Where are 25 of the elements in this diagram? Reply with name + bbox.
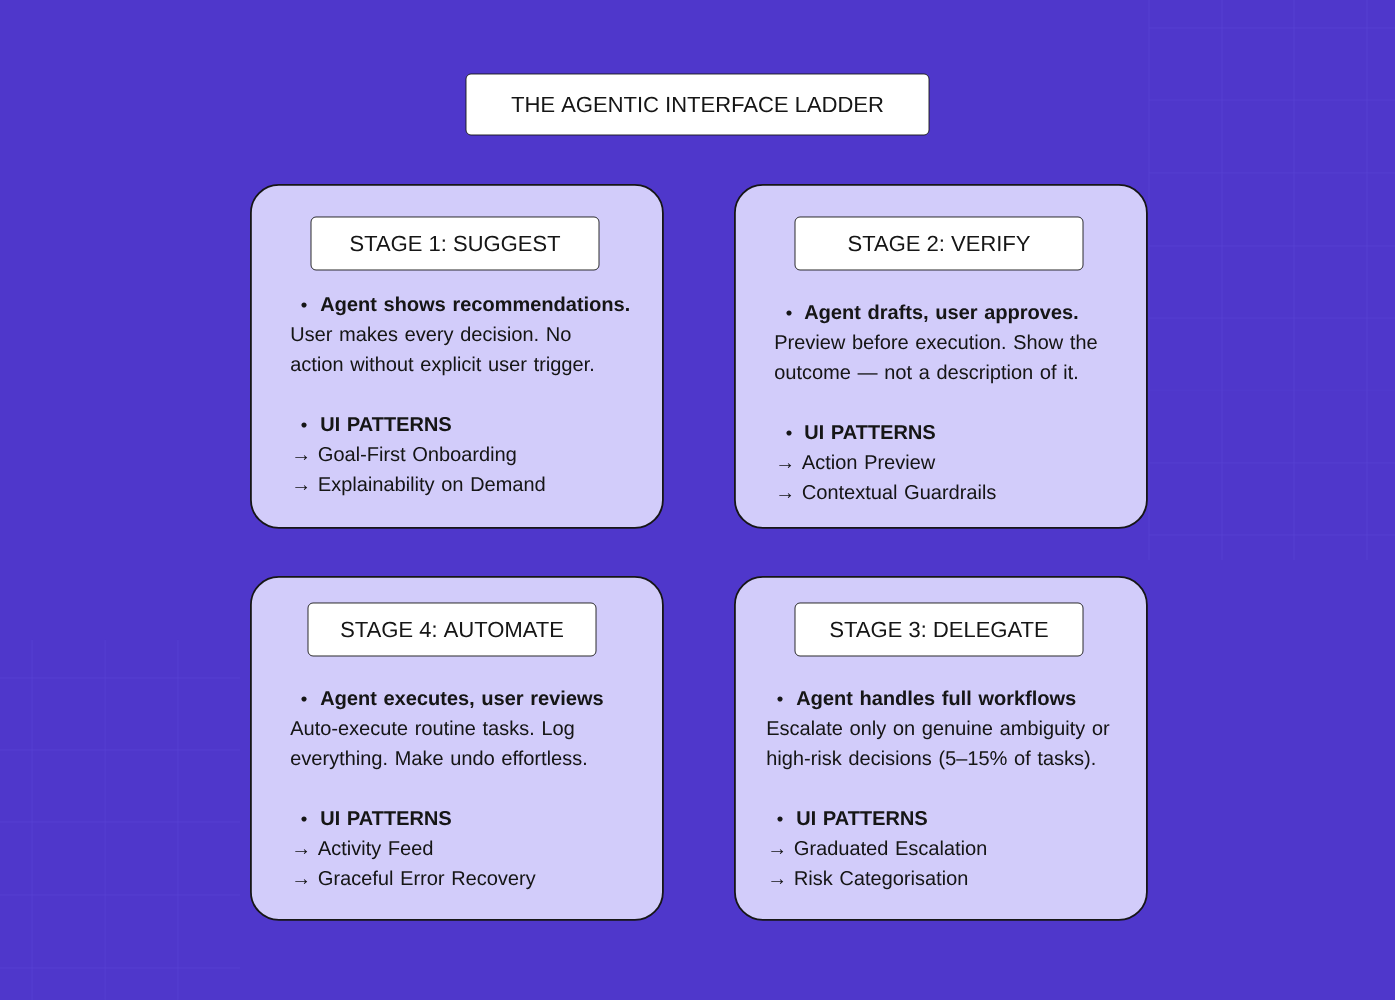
list-item: → Activity Feed	[295, 840, 433, 860]
list-item: → Contextual Guardrails	[779, 484, 996, 500]
heading-box: STAGE 2: VERIFY	[794, 216, 1084, 271]
description-text: User makes every decision. No action without explicit user trigger.	[291, 326, 593, 376]
summary-heading: Agent handles full workflows	[796, 690, 1076, 710]
list-item: → Goal-First Onboarding	[295, 446, 516, 466]
description-text: Escalate only on genuine ambiguity or high-risk decisions (5–15% of tasks).	[767, 720, 1110, 770]
description-text: Auto-execute routine tasks. Log everything. Make undo effortless.	[290, 720, 586, 770]
heading-box: STAGE 3: DELEGATE	[794, 602, 1084, 657]
list-heading: UI PATTERNS	[321, 811, 451, 826]
list-item: → Graceful Error Recovery	[295, 870, 536, 890]
list-heading: UI PATTERNS	[797, 811, 927, 826]
list-item: → Explainability on Demand	[295, 476, 545, 496]
title-box: THE AGENTIC INTERFACE LADDER	[465, 73, 930, 136]
heading-box: STAGE 4: AUTOMATE	[307, 602, 597, 657]
list-item: → Action Preview	[779, 454, 936, 470]
summary-heading: Agent drafts, user approves.	[804, 304, 1078, 324]
description-text: Preview before execution. Show the outcome — not a description of it.	[775, 334, 1097, 384]
list-item: → Risk Categorisation	[771, 870, 968, 890]
list-heading: UI PATTERNS	[321, 417, 451, 432]
heading-box: STAGE 1: SUGGEST	[310, 216, 600, 271]
list-item: → Graduated Escalation	[771, 840, 986, 856]
summary-heading: Agent shows recommendations.	[320, 296, 629, 316]
summary-heading: Agent executes, user reviews	[320, 690, 603, 710]
list-heading: UI PATTERNS	[805, 425, 935, 440]
